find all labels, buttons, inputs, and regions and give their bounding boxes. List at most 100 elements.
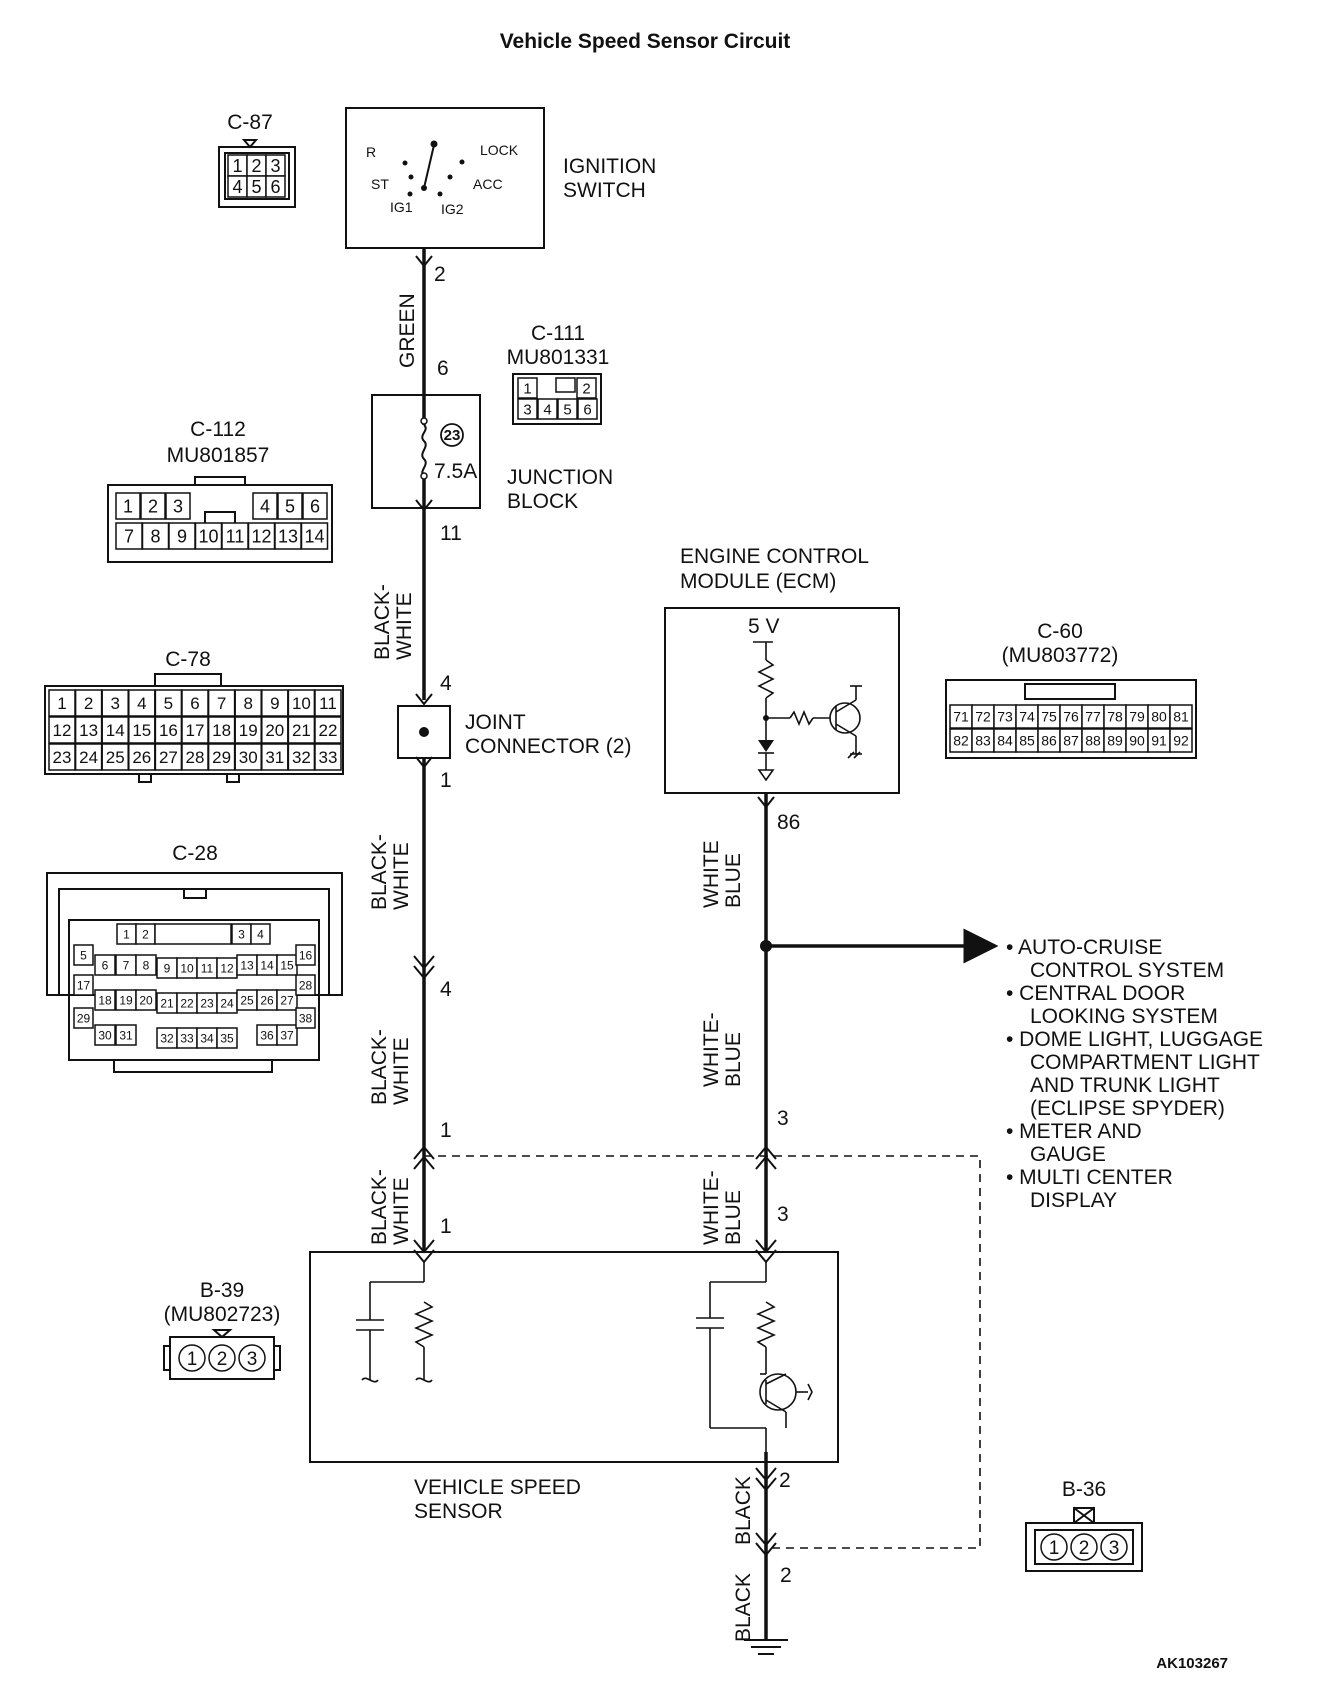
svg-text:77: 77 [1085, 709, 1101, 725]
svg-text:18: 18 [212, 721, 231, 740]
svg-text:25: 25 [106, 748, 125, 767]
c28-pin: 5 [73, 944, 94, 966]
wire-black-white-2: BLACK- WHITE [368, 834, 413, 910]
branch-targets: • AUTO-CRUISE CONTROL SYSTEM • CENTRAL D… [1006, 936, 1263, 1212]
svg-text:3: 3 [173, 496, 183, 516]
svg-text:88: 88 [1085, 733, 1101, 749]
svg-text:29: 29 [77, 1011, 91, 1025]
svg-text:5: 5 [285, 496, 295, 516]
svg-text:34: 34 [200, 1031, 214, 1045]
svg-text:CONTROL SYSTEM: CONTROL SYSTEM [1030, 959, 1224, 982]
c28-pin: 29 [73, 1007, 94, 1029]
c78-pin: 3 [101, 689, 129, 717]
svg-text:4: 4 [543, 401, 551, 418]
svg-text:11: 11 [201, 961, 214, 975]
svg-text:4: 4 [232, 177, 242, 197]
shield-dashed-line [424, 1155, 981, 1549]
diagram-title: Vehicle Speed Sensor Circuit [500, 30, 791, 53]
c60-pin: 76 [1059, 704, 1083, 729]
c112-part: MU801857 [167, 444, 270, 467]
c112-pin: 1 [115, 492, 141, 520]
c111-pin: 1 [517, 377, 538, 399]
c28-pin: 2 [135, 923, 156, 945]
svg-text:89: 89 [1107, 733, 1123, 749]
svg-text:33: 33 [180, 1031, 194, 1045]
svg-text:14: 14 [260, 958, 274, 972]
wire-white-blue-1: WHITE BLUE [700, 840, 745, 908]
svg-text:75: 75 [1041, 709, 1057, 725]
c60-pin: 83 [971, 728, 995, 753]
c60-pin: 85 [1015, 728, 1039, 753]
c78-pin: 7 [207, 689, 236, 717]
pin-jc-out: 1 [440, 769, 452, 792]
ecm-label-2: MODULE (ECM) [680, 570, 836, 593]
c60-pin: 75 [1037, 704, 1061, 729]
svg-text:26: 26 [132, 748, 151, 767]
svg-text:30: 30 [239, 748, 258, 767]
svg-text:31: 31 [119, 1028, 133, 1042]
c112-pin: 3 [165, 492, 191, 520]
c78-pin: 28 [181, 743, 209, 771]
svg-text:26: 26 [260, 993, 274, 1007]
svg-text:BLUE: BLUE [722, 1032, 745, 1087]
c78-pin: 11 [314, 689, 342, 717]
c78-id: C-78 [165, 648, 211, 671]
c60-pin: 86 [1037, 728, 1061, 753]
c111-id: C-111 [531, 322, 585, 345]
svg-text:79: 79 [1129, 709, 1145, 725]
svg-text:23: 23 [200, 996, 214, 1010]
svg-text:38: 38 [299, 1011, 313, 1025]
c60-id: C-60 [1037, 620, 1083, 643]
svg-text:87: 87 [1063, 733, 1079, 749]
svg-text:10: 10 [180, 961, 194, 975]
c28-pin: 24 [216, 992, 238, 1014]
svg-text:6: 6 [270, 177, 280, 197]
svg-text:• METER AND: • METER AND [1006, 1120, 1142, 1143]
svg-text:• AUTO-CRUISE: • AUTO-CRUISE [1006, 936, 1162, 959]
svg-text:11: 11 [226, 526, 245, 546]
fuse-rating: 7.5A [434, 460, 477, 483]
vss-label-2: SENSOR [414, 1500, 503, 1523]
ign-pos-r: R [366, 144, 376, 160]
c112-pin: 6 [302, 492, 328, 520]
svg-text:27: 27 [280, 993, 294, 1007]
svg-text:5: 5 [80, 948, 87, 962]
svg-text:3: 3 [247, 1349, 258, 1370]
svg-text:73: 73 [997, 709, 1013, 725]
c60-part: (MU803772) [1002, 644, 1119, 667]
c78-pin: 27 [154, 743, 183, 771]
c28-pin: 34 [196, 1027, 218, 1049]
svg-text:21: 21 [160, 996, 174, 1010]
c78-pin: 24 [74, 743, 103, 771]
svg-text:28: 28 [186, 748, 205, 767]
svg-text:BLUE: BLUE [722, 853, 745, 908]
c112-id: C-112 [190, 418, 246, 441]
c28-pin: 36 [256, 1024, 278, 1046]
wire-black-white-4: BLACK- WHITE [368, 1169, 413, 1245]
svg-text:78: 78 [1107, 709, 1123, 725]
c28-pin: 35 [216, 1027, 238, 1049]
c87-id: C-87 [227, 111, 273, 134]
c60-pin: 91 [1147, 728, 1171, 753]
svg-text:23: 23 [53, 748, 72, 767]
svg-text:91: 91 [1151, 733, 1167, 749]
c28-pin: 15 [276, 954, 298, 976]
svg-text:1: 1 [1049, 1538, 1060, 1559]
c111-blank [555, 377, 576, 393]
ecm-voltage: 5 V [748, 615, 780, 638]
ign-pos-lock: LOCK [480, 142, 519, 158]
svg-text:7: 7 [217, 694, 226, 713]
c78-pin: 2 [74, 689, 103, 717]
c60-pin: 82 [949, 728, 973, 753]
pin-ign-out: 2 [434, 263, 446, 286]
pin-jb-out: 11 [440, 522, 462, 545]
svg-text:22: 22 [180, 996, 194, 1010]
svg-text:11: 11 [319, 694, 337, 713]
wire-black-white-1: BLACK- WHITE [371, 584, 416, 660]
svg-text:• DOME LIGHT, LUGGAGE: • DOME LIGHT, LUGGAGE [1006, 1028, 1263, 1051]
svg-text:80: 80 [1151, 709, 1167, 725]
c78-pin: 14 [101, 716, 129, 744]
